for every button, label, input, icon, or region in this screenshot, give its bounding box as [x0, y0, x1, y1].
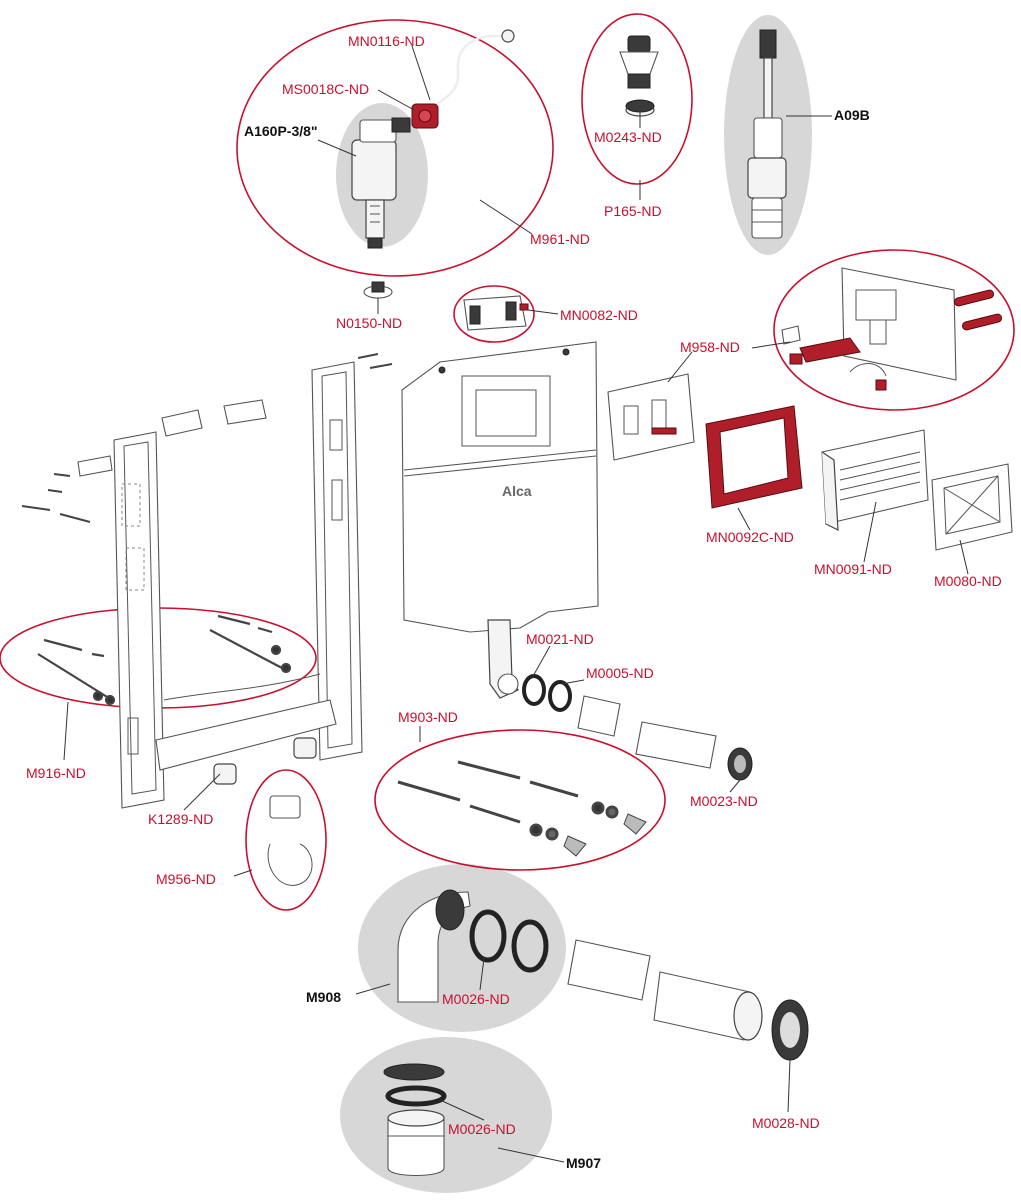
label-a09b: A09B [834, 107, 870, 123]
label-m907: M907 [566, 1155, 601, 1171]
label-m0023: M0023-ND [690, 793, 758, 809]
label-m956: M956-ND [156, 871, 216, 887]
m0080-panel [931, 463, 1013, 551]
label-m903: M903-ND [398, 709, 458, 725]
m908-elbow [397, 889, 549, 1003]
mn0082-bracket [463, 295, 529, 331]
mn0091-box [821, 429, 929, 531]
m956-clip [267, 795, 313, 886]
label-m0028: M0028-ND [752, 1115, 820, 1131]
m958-mounting-plate [607, 373, 695, 461]
label-m908: M908 [306, 989, 341, 1005]
label-m958: M958-ND [680, 339, 740, 355]
label-k1289: K1289-ND [148, 811, 213, 827]
label-mn0091: MN0091-ND [814, 561, 892, 577]
label-m0243: M0243-ND [594, 129, 662, 145]
m907-stack [383, 1063, 447, 1176]
fill-valve-assembly [351, 29, 515, 249]
n0150-part [363, 281, 393, 299]
brand-logo: Alca [502, 483, 532, 499]
m958-parts [781, 267, 1003, 391]
label-m0026-a: M0026-ND [442, 991, 510, 1007]
group-m956-outline [245, 769, 327, 911]
a09b-flush-valve [747, 29, 787, 239]
label-m961: M961-ND [530, 231, 590, 247]
label-ms0018c: MS0018C-ND [282, 81, 369, 97]
label-n0150: N0150-ND [336, 315, 402, 331]
group-m903-outline [374, 729, 666, 871]
label-m916: M916-ND [26, 765, 86, 781]
mounting-frame [21, 353, 393, 809]
label-m0080: M0080-ND [934, 573, 1002, 589]
group-m958-outline [773, 249, 1015, 411]
label-a160p: A160P-3/8" [244, 123, 318, 139]
connecting-sleeves [567, 939, 809, 1061]
group-m961-outline [236, 19, 554, 277]
label-m0021: M0021-ND [526, 631, 594, 647]
outlet-seals [522, 674, 753, 781]
label-p165: P165-ND [604, 203, 662, 219]
m916-anchor-bolts [37, 614, 292, 706]
cistern [401, 341, 599, 699]
p165-parts [619, 35, 659, 117]
label-mn0082: MN0082-ND [560, 307, 638, 323]
group-p165-outline [581, 13, 693, 185]
label-m0005: M0005-ND [586, 665, 654, 681]
leader-lines [63, 45, 969, 1163]
highlight-m907 [340, 1037, 552, 1193]
m903-rods [397, 760, 647, 857]
mn0092c-frame [705, 405, 803, 509]
label-mn0092c: MN0092C-ND [706, 529, 794, 545]
group-mn0082-outline [453, 285, 535, 343]
label-mn0116: MN0116-ND [348, 33, 425, 49]
label-m0026-b: M0026-ND [448, 1121, 516, 1137]
